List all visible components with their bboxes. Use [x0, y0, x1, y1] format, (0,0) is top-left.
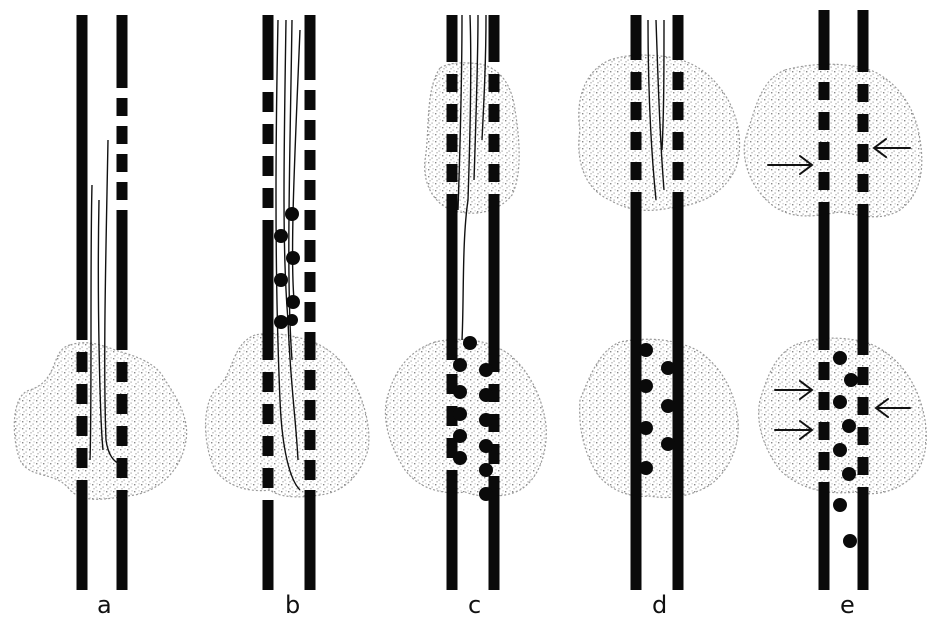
stipple-cloud-lower	[580, 339, 739, 497]
granule	[639, 421, 653, 435]
granule	[479, 363, 493, 377]
granule	[479, 388, 493, 402]
granule	[661, 361, 675, 375]
panel-label-d: d	[652, 591, 667, 619]
granule	[479, 463, 493, 477]
granule	[274, 273, 288, 287]
granule	[285, 207, 299, 221]
granule	[453, 385, 467, 399]
panel-label-b: b	[285, 591, 300, 619]
granule	[661, 399, 675, 413]
panel-label-c: c	[468, 591, 481, 619]
granule	[453, 451, 467, 465]
granule	[479, 439, 493, 453]
granule	[639, 379, 653, 393]
granule	[639, 343, 653, 357]
granule	[453, 407, 467, 421]
panel-label-a: a	[97, 591, 112, 619]
granule	[453, 358, 467, 372]
panel-c	[385, 15, 546, 590]
panel-b	[206, 15, 369, 590]
stipple-cloud-upper	[579, 55, 740, 210]
granule	[844, 373, 858, 387]
granule	[463, 336, 477, 350]
granule	[833, 351, 847, 365]
granule	[479, 413, 493, 427]
granule	[833, 395, 847, 409]
granule	[639, 461, 653, 475]
panel-d	[579, 15, 740, 590]
granule	[453, 429, 467, 443]
stipple-cloud-upper	[744, 64, 922, 217]
panel-e	[744, 10, 926, 590]
stipple-cloud-lower	[206, 334, 369, 497]
granule	[274, 229, 288, 243]
granule	[833, 498, 847, 512]
granule	[286, 251, 300, 265]
granule	[842, 467, 856, 481]
granule	[274, 315, 288, 329]
panel-label-e: e	[840, 591, 855, 619]
granule	[479, 487, 493, 501]
granule	[286, 314, 298, 326]
granule	[286, 295, 300, 309]
granule	[833, 443, 847, 457]
granule	[842, 419, 856, 433]
stipple-cloud-upper	[425, 63, 519, 213]
panel-a	[14, 15, 186, 590]
granule	[843, 534, 857, 548]
granule	[661, 437, 675, 451]
